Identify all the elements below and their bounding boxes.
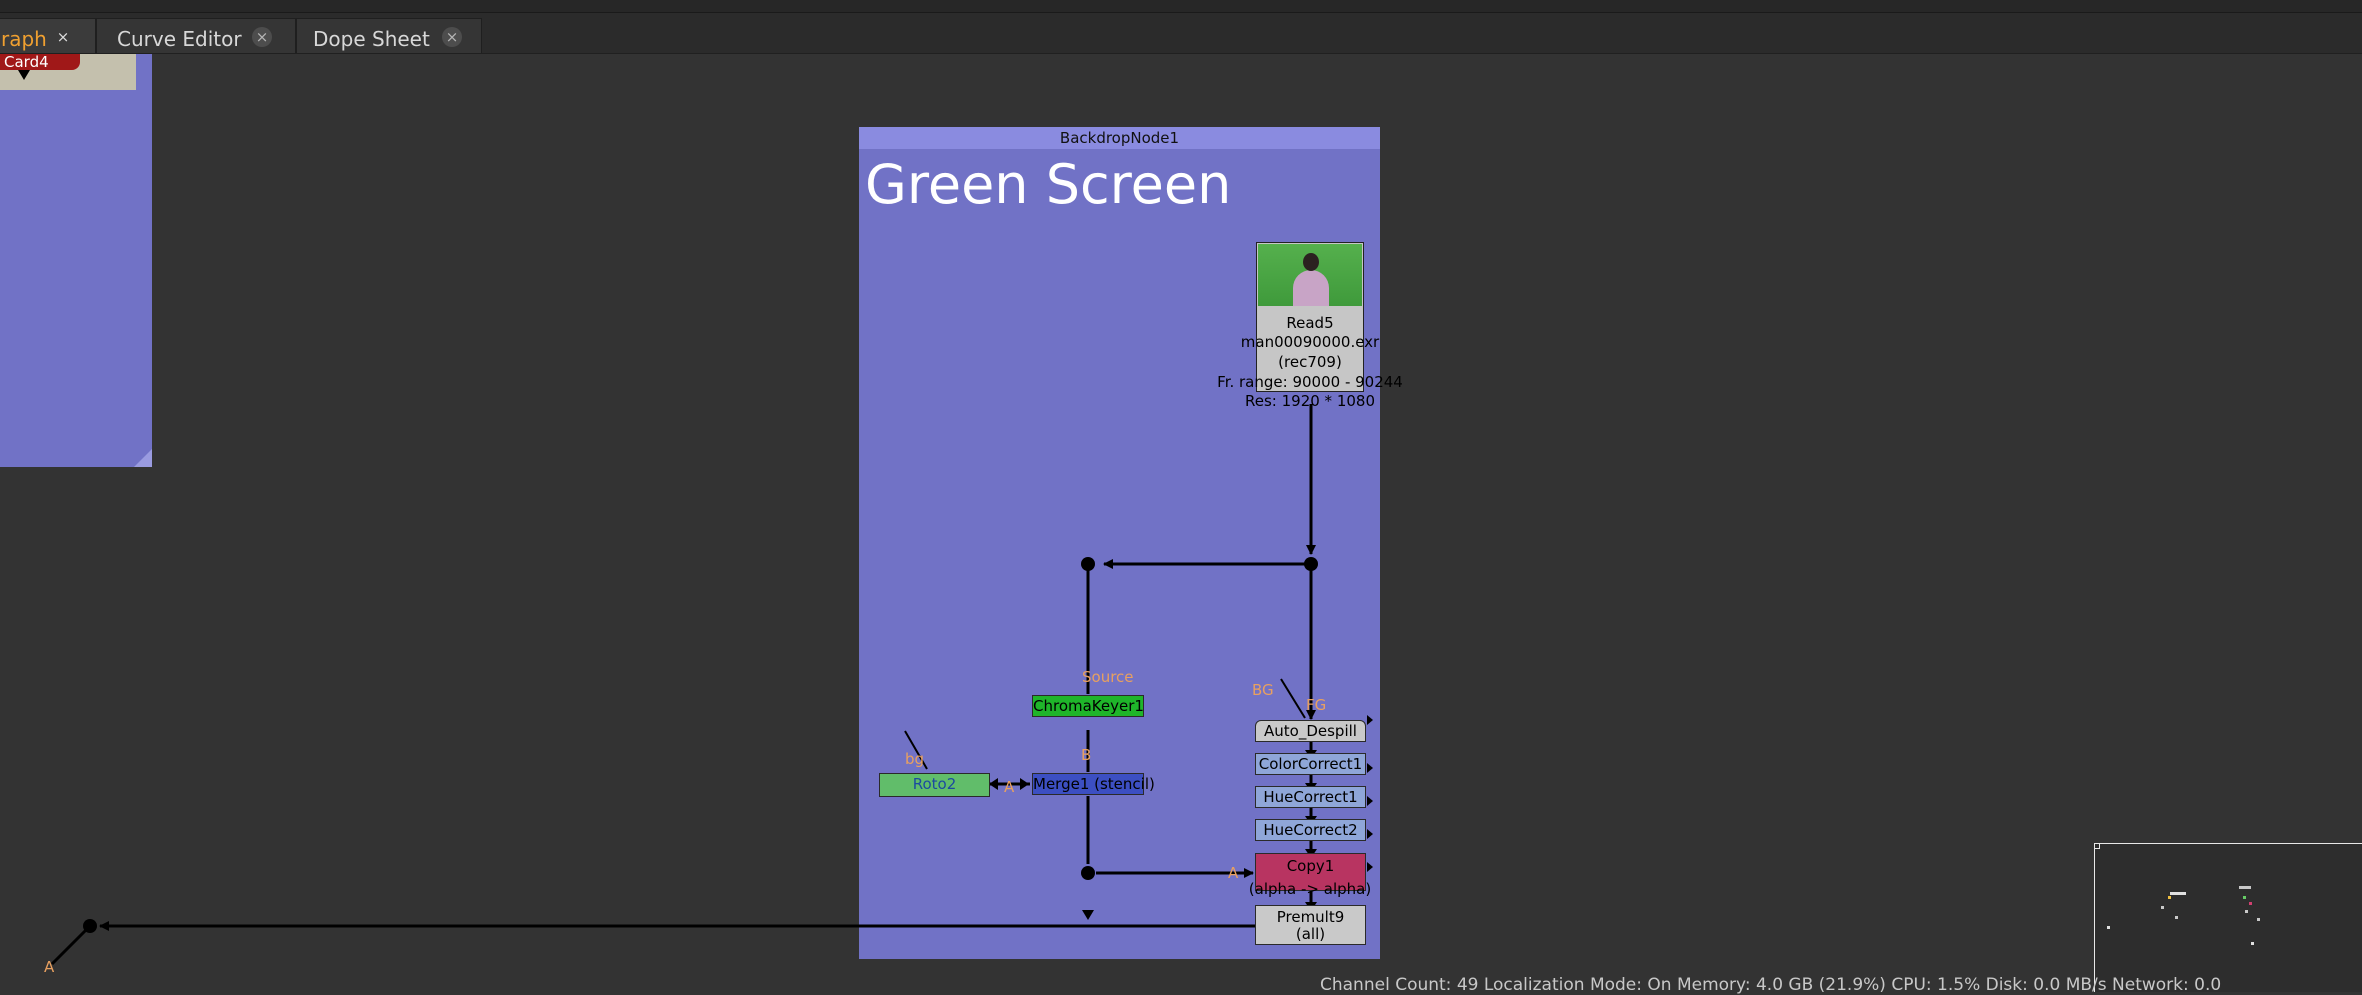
backdrop-resize-handle[interactable] [134,449,152,467]
backdrop-label: Green Screen [865,153,1232,216]
colorcorrect1-node[interactable]: ColorCorrect1 [1255,753,1366,775]
tab-curve-editor[interactable]: Curve Editor × [96,18,296,53]
copy1-sub: (alpha -> alpha) [1248,880,1372,898]
merge-a-pin: A [1004,778,1015,796]
status-bar: Channel Count: 49 Localization Mode: On … [1320,975,2222,995]
despill-bg-pin: BG [1252,681,1274,699]
premult9-sub: (all) [1295,925,1326,943]
card4-output-arrow [18,70,30,80]
copy1-node[interactable]: Copy1 [1255,853,1366,891]
backdrop-title: BackdropNode1 [859,127,1380,149]
tab-dope-sheet[interactable]: Dope Sheet × [296,18,482,53]
tab-node-graph[interactable]: raph × [0,18,96,53]
tab-bar: raph × Curve Editor × Dope Sheet × [0,13,2362,54]
close-icon[interactable]: × [442,27,462,47]
huecorrect1-node[interactable]: HueCorrect1 [1255,786,1366,808]
huecorrect2-node[interactable]: HueCorrect2 [1255,819,1366,841]
copy-a-pin: A [1228,864,1239,882]
read5-colorspace: (rec709) [1278,353,1342,371]
close-icon[interactable]: × [56,28,70,46]
read5-name: Read5 [1286,314,1334,332]
tab-label: raph [1,27,47,51]
tab-label: Curve Editor [117,27,242,51]
despill-fg-pin: FG [1306,696,1327,714]
roto-bg-pin: bg [905,750,925,768]
read5-resolution: Res: 1920 * 1080 [1245,392,1375,410]
node-wires [50,404,1373,966]
auto-despill-node[interactable]: Auto_Despill [1255,720,1366,742]
read5-frame-range: Fr. range: 90000 - 90244 [1217,373,1403,391]
card4-label: Card4 [0,54,80,70]
top-strip [0,0,2362,13]
read5-node[interactable] [1256,242,1364,392]
chromakeyer-node[interactable]: ChromaKeyer1 [1032,695,1144,717]
premult9-node[interactable]: Premult9 (all) [1255,905,1366,945]
read5-thumbnail [1258,244,1362,306]
navigator-resize-handle[interactable] [2094,843,2100,849]
navigator-minimap[interactable] [2094,843,2362,992]
merge-b-pin: B [1081,746,1092,764]
left-dot-a-pin: A [44,958,55,976]
roto2-node[interactable]: Roto2 [879,773,990,797]
card4-node[interactable]: Card4 [0,54,136,90]
tab-label: Dope Sheet [313,27,430,51]
premult9-name: Premult9 [1276,908,1345,926]
backdrop-left[interactable]: Card4 [0,54,152,467]
chromakeyer-source-pin: Source [1082,668,1134,686]
close-icon[interactable]: × [252,27,272,47]
read5-file: man00090000.exr [1240,333,1380,351]
merge1-node[interactable]: Merge1 (stencil) [1032,773,1155,795]
copy1-name: Copy1 [1286,857,1335,875]
